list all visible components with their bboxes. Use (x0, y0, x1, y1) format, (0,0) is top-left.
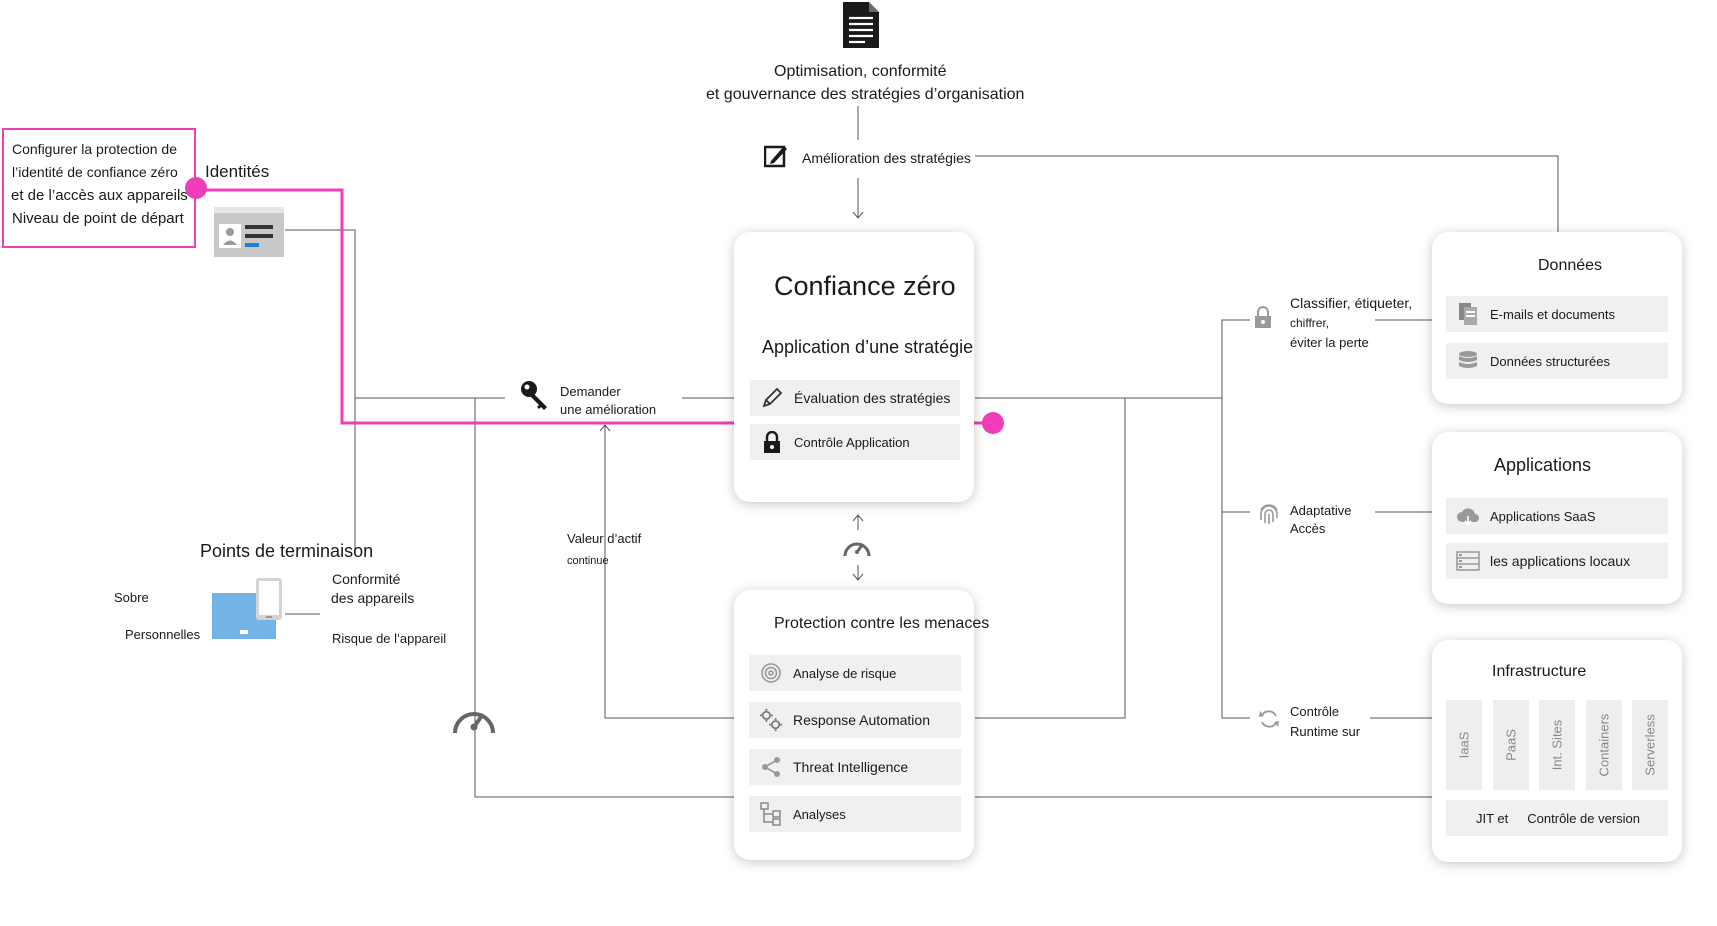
onprem-apps-row[interactable]: les applications locaux (1446, 543, 1668, 579)
emails-docs-row[interactable]: E-mails et documents (1446, 296, 1668, 332)
risk-analysis-row[interactable]: Analyse de risque (749, 655, 961, 691)
infrastructure-card: Infrastructure IaaS PaaS Int. Sites Cont… (1432, 640, 1682, 862)
tile-iaas-label: IaaS (1456, 731, 1472, 759)
infrastructure-card-title: Infrastructure (1492, 663, 1587, 680)
server-list-icon (1456, 549, 1480, 573)
documents-icon (1456, 302, 1480, 326)
applications-card-title: Applications (1494, 455, 1592, 475)
tile-iaas: IaaS (1446, 700, 1482, 790)
callout-line4: Niveau de point de départ (12, 210, 184, 227)
response-automation-label: Response Automation (793, 712, 930, 728)
callout-line2: l’identité de confiance zéro (12, 164, 178, 180)
classify-line2: chiffrer, (1290, 316, 1330, 330)
endpoints-title: Points de terminaison (200, 541, 374, 561)
device-compliance-line1: Conformité (332, 571, 401, 587)
analytics-label: Analyses (793, 806, 846, 822)
identities-label: Identités (205, 162, 270, 181)
tile-serverless: Serverless (1632, 700, 1668, 790)
asset-value-line2: continue (567, 555, 609, 567)
share-icon (759, 755, 783, 779)
threat-intelligence-label: Threat Intelligence (793, 759, 909, 775)
org-policy-line2: et gouvernance des stratégies d’organisa… (706, 86, 1025, 103)
analytics-row[interactable]: Analyses (749, 796, 961, 832)
tile-containers-label: Containers (1596, 713, 1612, 777)
tile-containers: Containers (1586, 700, 1622, 790)
app-control-row[interactable]: Contrôle Application (750, 424, 960, 460)
threat-protection-title: Protection contre les menaces (774, 615, 990, 632)
refresh-icon (1258, 708, 1280, 735)
data-card-title: Données (1538, 257, 1603, 274)
structured-data-label: Données structurées (1490, 353, 1610, 369)
padlock-icon (1253, 305, 1273, 334)
saas-apps-row[interactable]: Applications SaaS (1446, 498, 1668, 534)
zero-trust-card: Confiance zéro Application d’une stratég… (734, 232, 974, 502)
target-icon (759, 661, 783, 685)
document-icon (843, 2, 879, 53)
jit-version-row[interactable]: JIT et Contrôle de version (1446, 800, 1668, 836)
zero-trust-subtitle: Application d’une stratégie (762, 337, 974, 357)
gauge-small-icon (842, 536, 872, 563)
endpoint-personnelles: Personnelles (125, 627, 201, 642)
threat-protection-card: Protection contre les menaces Analyse de… (734, 590, 989, 860)
tile-int-sites-label: Int. Sites (1549, 719, 1565, 771)
gauge-icon (450, 700, 498, 741)
jit-label: JIT et (1476, 810, 1509, 826)
tile-paas: PaaS (1493, 700, 1529, 790)
asset-value-line1: Valeur d’actif (567, 531, 642, 546)
applications-card: Applications Applications SaaS les appli… (1432, 432, 1682, 604)
key-icon (520, 380, 550, 417)
lock-icon (760, 430, 784, 454)
zero-trust-title: Confiance zéro (774, 271, 956, 301)
cloud-icon (1456, 504, 1480, 528)
fingerprint-icon (1258, 502, 1280, 531)
edit-icon (763, 144, 788, 173)
saas-apps-label: Applications SaaS (1490, 508, 1596, 524)
device-risk-label: Risque de l’appareil (332, 631, 447, 646)
callout-line1: Configurer la protection de (12, 141, 177, 157)
database-icon (1456, 349, 1480, 373)
risk-analysis-label: Analyse de risque (793, 665, 897, 681)
classify-line1: Classifier, étiqueter, (1290, 295, 1413, 311)
policy-improvement-label: Amélioration des stratégies (802, 150, 971, 166)
identity-card-icon (214, 207, 284, 262)
emails-docs-label: E-mails et documents (1490, 306, 1615, 322)
hierarchy-icon (759, 802, 783, 826)
tile-int-sites: Int. Sites (1539, 700, 1575, 790)
response-automation-row[interactable]: Response Automation (749, 702, 961, 738)
classify-line3: éviter la perte (1290, 335, 1369, 350)
org-policy-line1: Optimisation, conformité (774, 63, 947, 80)
request-line1: Demander (560, 384, 621, 399)
policy-evaluation-label: Évaluation des stratégies (794, 390, 951, 406)
gears-icon (759, 708, 783, 732)
endpoint-sobre: Sobre (114, 590, 149, 605)
adaptive-line2: Accès (1290, 521, 1326, 536)
runtime-line1: Contrôle (1290, 704, 1340, 719)
runtime-line2: Runtime sur (1290, 724, 1361, 739)
devices-icon (212, 578, 288, 647)
callout-line3: et de l’accès aux appareils – (11, 187, 201, 204)
adaptive-line1: Adaptative (1290, 503, 1352, 518)
pencil-icon (760, 386, 784, 410)
onprem-apps-label: les applications locaux (1490, 553, 1631, 569)
tile-paas-label: PaaS (1503, 729, 1519, 761)
app-control-label: Contrôle Application (794, 434, 910, 450)
threat-intelligence-row[interactable]: Threat Intelligence (749, 749, 961, 785)
device-compliance-line2: des appareils (331, 590, 415, 606)
data-card: Données E-mails et documents Données str… (1432, 232, 1682, 404)
policy-evaluation-row[interactable]: Évaluation des stratégies (750, 380, 960, 416)
tile-serverless-label: Serverless (1642, 714, 1658, 776)
version-control-label: Contrôle de version (1527, 810, 1641, 826)
structured-data-row[interactable]: Données structurées (1446, 343, 1668, 379)
request-line2: une amélioration (560, 402, 657, 417)
